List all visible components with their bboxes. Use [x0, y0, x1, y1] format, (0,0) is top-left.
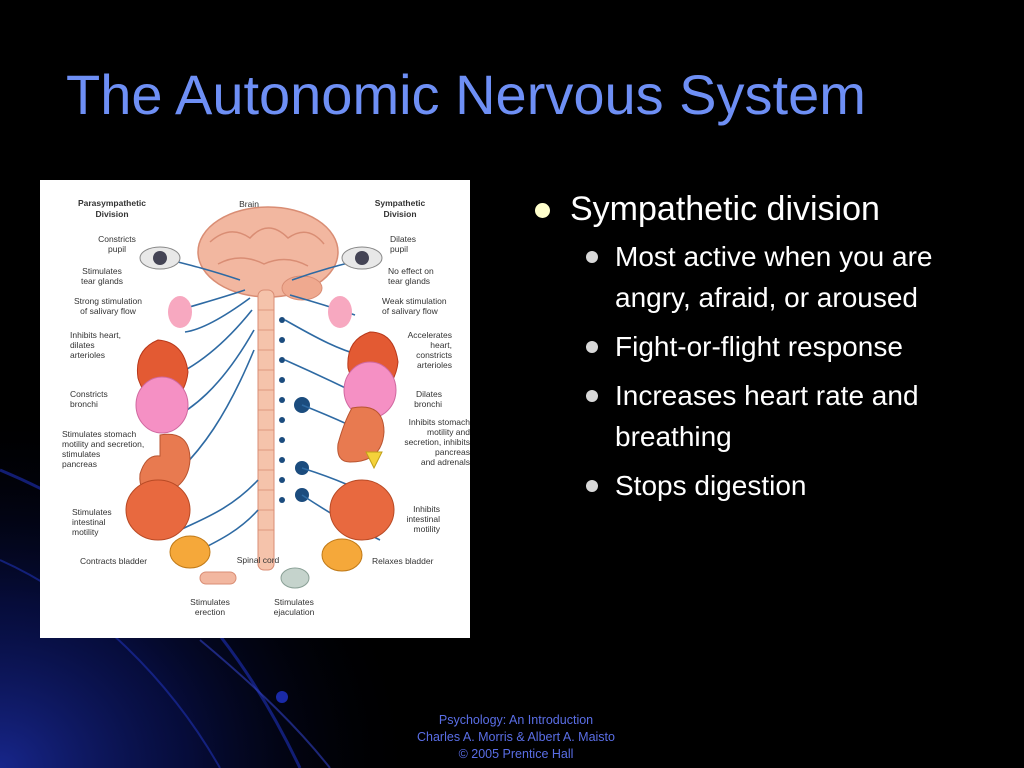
spinal-cord-label: Spinal cord [237, 555, 280, 565]
sub-bullet-list: Most active when you are angry, afraid, … [530, 236, 970, 506]
main-bullet: Sympathetic division [530, 188, 970, 230]
erection-label: Stimulates [190, 597, 230, 607]
right-label: Accelerates [408, 330, 452, 340]
right-label: Inhibits stomach [409, 417, 470, 427]
left-intestines [125, 479, 191, 541]
sub-bullet: Stops digestion [570, 465, 970, 506]
right-label: Inhibits [413, 504, 440, 514]
sub-bullet: Increases heart rate and breathing [570, 375, 970, 457]
left-label: Strong stimulation [74, 296, 142, 306]
footer-book-title: Psychology: An Introduction [438, 713, 594, 727]
right-label: Dilates [416, 389, 442, 399]
left-label: Stimulates stomach [62, 429, 136, 439]
right-salivary-gland [328, 296, 352, 328]
left-label: Stimulates [82, 266, 122, 276]
parasympathetic-header-line2: Division [95, 209, 128, 219]
right-label: Dilates [390, 234, 416, 244]
footer-copyright: © 2005 Prentice Hall [458, 747, 574, 761]
left-label: Stimulates [72, 507, 112, 517]
footer-authors: Charles A. Morris & Albert A. Maisto [417, 730, 615, 744]
brain-label: Brain [239, 199, 259, 209]
parasympathetic-header-line1: Parasympathetic [78, 198, 146, 208]
nervous-system-illustration: Parasympathetic Division Brain Sympathet… [62, 198, 470, 617]
sympathetic-header-line1: Sympathetic [375, 198, 426, 208]
left-salivary-gland [168, 296, 192, 328]
left-label: Contracts bladder [80, 556, 147, 566]
sympathetic-ganglia [279, 317, 310, 503]
right-label: Relaxes bladder [372, 556, 434, 566]
right-organs [321, 246, 399, 572]
bullet-list: Sympathetic division Most active when yo… [530, 188, 970, 514]
right-intestines [329, 479, 395, 541]
brain-illustration [197, 206, 339, 301]
right-stomach [337, 406, 385, 463]
left-bladder [169, 535, 211, 569]
left-label: Inhibits heart, [70, 330, 121, 340]
ejaculation-label: Stimulates [274, 597, 314, 607]
left-lungs [135, 376, 189, 434]
ejaculation-organ [280, 567, 310, 589]
sub-bullet: Most active when you are angry, afraid, … [570, 236, 970, 318]
autonomic-nervous-system-diagram: Parasympathetic Division Brain Sympathet… [40, 180, 470, 638]
erection-organ [199, 571, 237, 585]
slide-footer: Psychology: An Introduction Charles A. M… [380, 712, 652, 763]
slide-title: The Autonomic Nervous System [66, 63, 866, 126]
right-adrenal [365, 451, 383, 470]
right-label: Weak stimulation [382, 296, 447, 306]
left-organs [125, 246, 211, 569]
left-label: Constricts [70, 389, 108, 399]
right-bladder [321, 538, 363, 572]
left-label: Constricts [98, 234, 136, 244]
sympathetic-header-line2: Division [383, 209, 416, 219]
sub-bullet: Fight-or-flight response [570, 326, 970, 367]
right-label: No effect on [388, 266, 434, 276]
